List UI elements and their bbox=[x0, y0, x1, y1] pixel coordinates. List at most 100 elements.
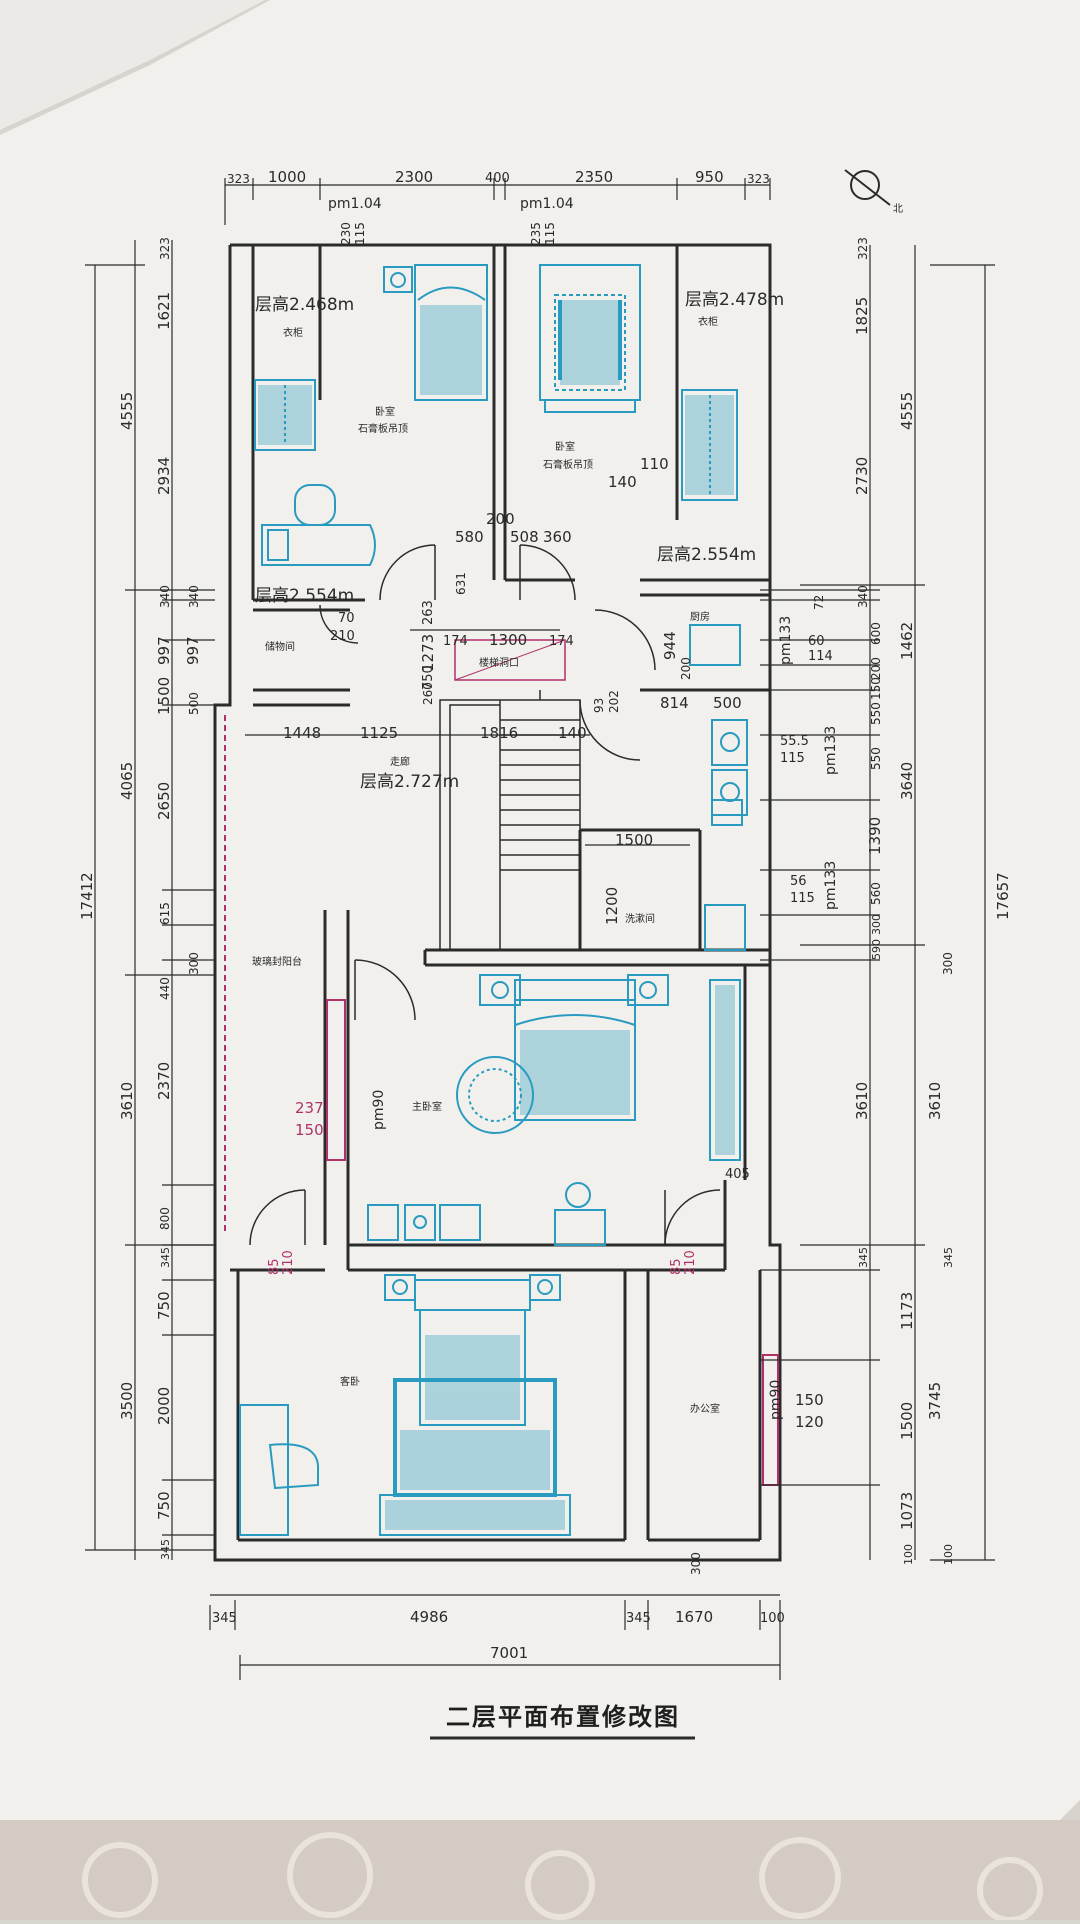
room-corridor: 走廊 bbox=[390, 755, 410, 768]
dim-93: 93 bbox=[592, 698, 606, 713]
dim-115c: 115 bbox=[780, 751, 805, 766]
dim-300: 300 bbox=[689, 1552, 703, 1575]
dim-56: 56 bbox=[790, 874, 807, 889]
round-rug-icon bbox=[456, 1056, 534, 1134]
door-label-2a: 85 bbox=[669, 1258, 684, 1275]
right-mid-4: 3745 bbox=[926, 1382, 944, 1420]
left-in-12: 345 bbox=[159, 1247, 172, 1268]
room-storage: 储物间 bbox=[265, 640, 295, 653]
dim-110: 110 bbox=[640, 455, 669, 473]
right-in-5: 1462 bbox=[898, 622, 916, 660]
top-dim-1: 323 bbox=[227, 172, 250, 186]
stair-opening-outline bbox=[454, 639, 566, 681]
bed-icon bbox=[514, 999, 636, 1121]
left-in2-1: 340 bbox=[187, 585, 201, 608]
dim-1125: 1125 bbox=[360, 724, 398, 742]
left-in-2: 1621 bbox=[155, 292, 173, 330]
right-in-4: 340 bbox=[856, 585, 870, 608]
chair-icon bbox=[268, 1443, 320, 1490]
left-in-11: 800 bbox=[158, 1207, 172, 1230]
bottom-total: 7001 bbox=[490, 1644, 528, 1662]
door-label-2b: 210 bbox=[683, 1250, 698, 1275]
left-in-7: 2650 bbox=[155, 782, 173, 820]
room-laundry: 洗漱间 bbox=[625, 912, 655, 925]
door-label-3b: 210 bbox=[330, 629, 355, 644]
left-in-1: 323 bbox=[158, 237, 172, 260]
left-in-14: 2000 bbox=[155, 1387, 173, 1425]
left-mid-4: 3500 bbox=[118, 1382, 136, 1420]
room-guest: 客卧 bbox=[340, 1375, 360, 1388]
left-in-5: 997 bbox=[155, 636, 173, 665]
room-office: 办公室 bbox=[690, 1402, 720, 1415]
left-in-3: 2934 bbox=[155, 457, 173, 495]
dim-814: 814 bbox=[660, 694, 689, 712]
height-label-5: 层高2.727m bbox=[360, 772, 459, 792]
left-in-4: 340 bbox=[158, 585, 172, 608]
dim-260: 260 bbox=[421, 682, 435, 705]
bottom-dim-3: 345 bbox=[626, 1611, 651, 1626]
dim-235: 235 bbox=[529, 222, 543, 245]
dim-174b: 174 bbox=[549, 634, 574, 649]
tv-cabinet-icon bbox=[379, 1494, 571, 1536]
dim-508: 508 bbox=[510, 528, 539, 546]
staircase bbox=[439, 690, 581, 951]
dim-1300: 1300 bbox=[489, 631, 527, 649]
bed-icon bbox=[419, 1309, 526, 1426]
door-label-3a: 70 bbox=[338, 611, 355, 626]
left-total: 17412 bbox=[78, 872, 96, 920]
office-window-top: 150 bbox=[795, 1391, 824, 1409]
dim-263: 263 bbox=[421, 600, 436, 625]
left-mid-2: 4065 bbox=[118, 762, 136, 800]
right-in2-10: 590 bbox=[870, 939, 883, 960]
right-in2-7: 1390 bbox=[866, 817, 884, 855]
right-in2-3: 200 bbox=[869, 657, 883, 680]
right-in2-4: 150 bbox=[869, 677, 883, 700]
right-in-10: 1073 bbox=[898, 1492, 916, 1530]
left-in-9: 440 bbox=[158, 977, 172, 1000]
top-dim-2: 1000 bbox=[268, 168, 306, 186]
top-dim-4: 400 bbox=[485, 171, 510, 186]
desk-icon bbox=[554, 1209, 606, 1246]
dim-1500: 1500 bbox=[615, 831, 653, 849]
right-in-8: 1173 bbox=[898, 1292, 916, 1330]
left-in2-3: 500 bbox=[187, 692, 201, 715]
right-in2-6: 550 bbox=[869, 747, 883, 770]
left-mid-1: 4555 bbox=[118, 392, 136, 430]
left-in-6: 1500 bbox=[155, 677, 173, 715]
dimension-lines bbox=[85, 178, 995, 1680]
window-label-4: pm133 bbox=[823, 726, 839, 775]
height-label-3: 层高2.554m bbox=[657, 545, 756, 565]
dim-140: 140 bbox=[608, 473, 637, 491]
left-in-13: 750 bbox=[155, 1291, 173, 1320]
right-in-1: 323 bbox=[856, 237, 870, 260]
dim-55-5: 55.5 bbox=[780, 734, 809, 749]
window-label-2: pm1.04 bbox=[520, 196, 574, 212]
left-mid-3: 3610 bbox=[118, 1082, 136, 1120]
left-in-10: 2370 bbox=[155, 1062, 173, 1100]
right-in-3: 2730 bbox=[853, 457, 871, 495]
window-label-5: pm133 bbox=[823, 861, 839, 910]
window-label-3: pm133 bbox=[778, 616, 794, 665]
dim-200: 200 bbox=[486, 510, 515, 528]
dim-1448: 1448 bbox=[283, 724, 321, 742]
left-in2-4: 300 bbox=[187, 952, 201, 975]
top-dim-6: 950 bbox=[695, 168, 724, 186]
window-label-6: pm90 bbox=[371, 1090, 387, 1130]
walls bbox=[213, 243, 782, 1562]
wardrobe-icon bbox=[254, 379, 316, 451]
right-in-2: 1825 bbox=[853, 297, 871, 335]
right-in2-8: 560 bbox=[869, 882, 883, 905]
right-in2-13: 100 bbox=[942, 1544, 955, 1565]
top-dim-3: 2300 bbox=[395, 168, 433, 186]
right-in-6: 3610 bbox=[853, 1082, 871, 1120]
office-window-bot: 120 bbox=[795, 1413, 824, 1431]
dim-202: 202 bbox=[607, 690, 621, 713]
room-balcony: 玻璃封阳台 bbox=[252, 955, 302, 968]
height-label-1: 层高2.468m bbox=[255, 295, 354, 315]
washer-icon bbox=[704, 904, 746, 951]
left-in-15: 750 bbox=[155, 1491, 173, 1520]
dim-1200: 1200 bbox=[603, 887, 621, 925]
right-mid-2: 3640 bbox=[898, 762, 916, 800]
